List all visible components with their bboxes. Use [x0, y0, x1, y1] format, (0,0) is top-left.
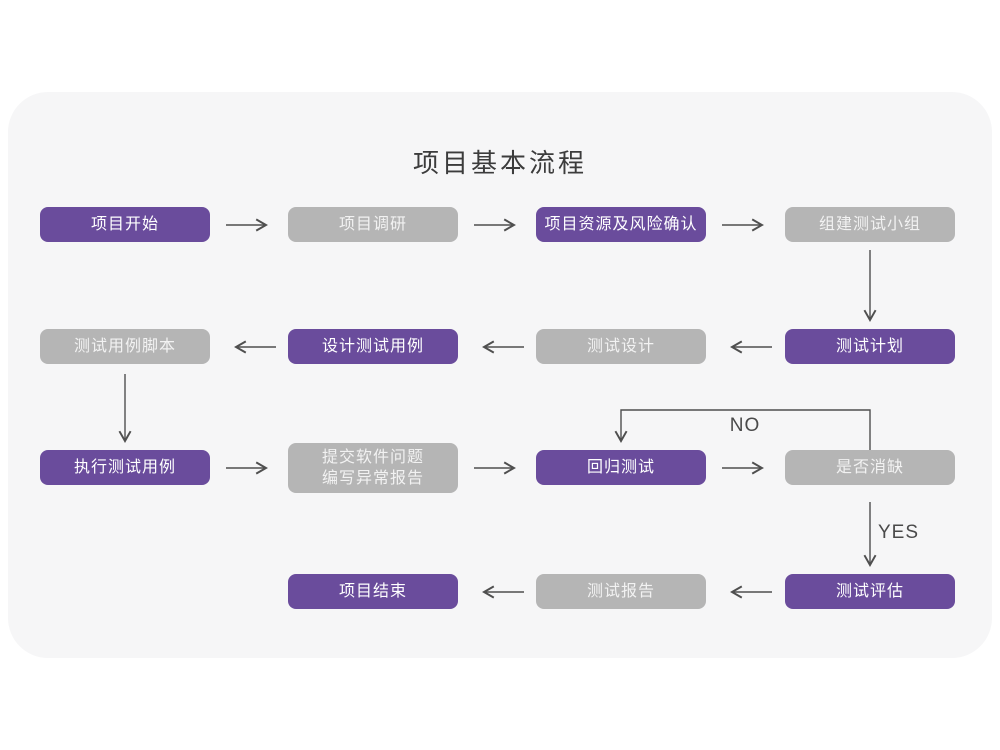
flow-node-test-design: 测试设计: [536, 329, 706, 364]
flow-node-test-report: 测试报告: [536, 574, 706, 609]
flow-card: [8, 92, 992, 658]
flow-node-test-evaluation: 测试评估: [785, 574, 955, 609]
flow-node-project-research: 项目调研: [288, 207, 458, 242]
edge-label-no: NO: [729, 415, 761, 436]
flow-node-submit-issues-report: 提交软件问题 编写异常报告: [288, 443, 458, 493]
page-title: 项目基本流程: [412, 148, 587, 178]
flow-node-build-test-team: 组建测试小组: [785, 207, 955, 242]
flow-node-test-case-script: 测试用例脚本: [40, 329, 210, 364]
flow-node-regression-test: 回归测试: [536, 450, 706, 485]
flow-node-project-start: 项目开始: [40, 207, 210, 242]
flow-node-test-plan: 测试计划: [785, 329, 955, 364]
flow-node-execute-test-cases: 执行测试用例: [40, 450, 210, 485]
flow-node-design-test-cases: 设计测试用例: [288, 329, 458, 364]
flow-node-project-end: 项目结束: [288, 574, 458, 609]
flow-node-defect-cleared: 是否消缺: [785, 450, 955, 485]
flow-node-resource-risk: 项目资源及风险确认: [536, 207, 706, 242]
edge-label-yes: YES: [878, 522, 920, 543]
